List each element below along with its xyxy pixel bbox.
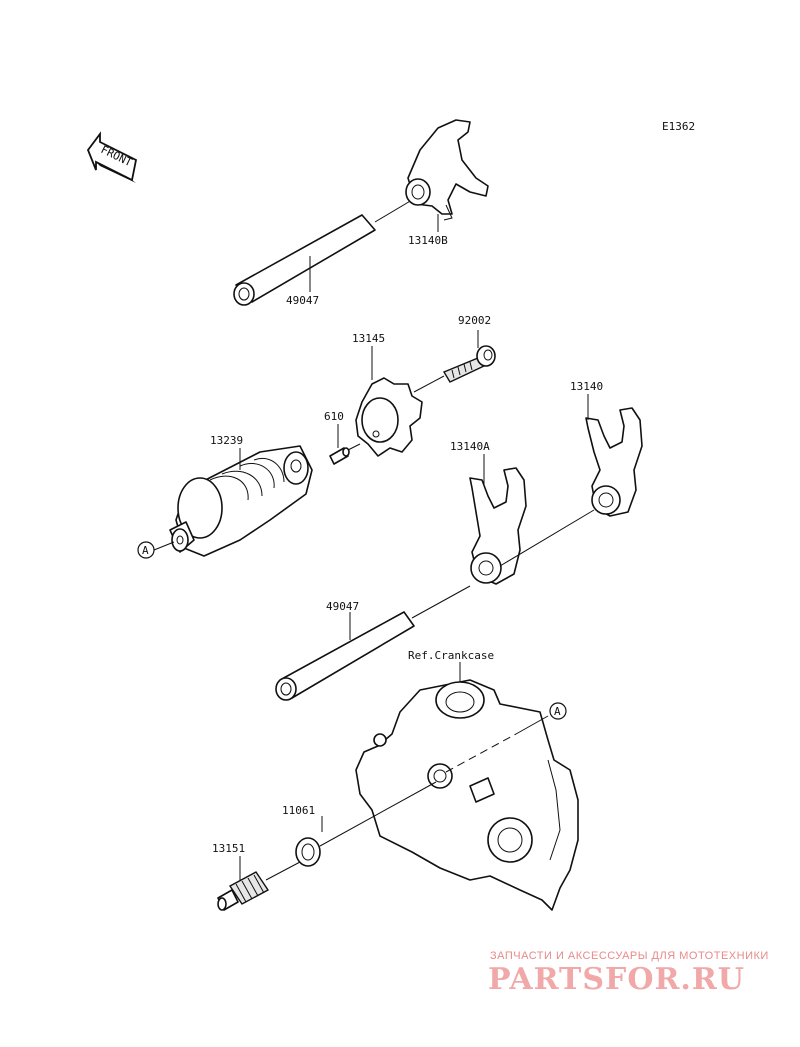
label-ref-crankcase: Ref.Crankcase — [408, 649, 494, 662]
crankcase-reference-part — [355, 679, 579, 911]
label-13145: 13145 — [352, 332, 385, 345]
label-610: 610 — [324, 410, 344, 423]
drum-cam-13145-part — [355, 377, 423, 457]
shaft-upper-part — [233, 199, 413, 306]
marker-a-right: A — [549, 702, 567, 720]
label-49047-lower: 49047 — [326, 600, 359, 613]
marker-a-left: A — [137, 541, 175, 559]
shift-fork-13140b-part — [405, 119, 489, 221]
svg-text:A: A — [554, 705, 561, 718]
label-11061: 11061 — [282, 804, 315, 817]
shift-fork-13140a-part — [469, 467, 527, 585]
shaft-lower-part — [275, 509, 595, 701]
washer-11061-part — [295, 781, 437, 867]
label-49047-upper: 49047 — [286, 294, 319, 307]
front-arrow-icon: FRONT — [86, 131, 138, 183]
label-13239: 13239 — [210, 434, 243, 447]
label-13140a: 13140A — [450, 440, 490, 453]
watermark-logo: PARTSFOR.RU — [488, 962, 745, 997]
shift-drum-13239-part — [169, 445, 313, 557]
bolt-92002-part — [413, 345, 496, 393]
diagram-code: E1362 — [662, 120, 695, 133]
label-92002: 92002 — [458, 314, 491, 327]
leader-lines — [239, 214, 589, 880]
label-13140b: 13140B — [408, 234, 448, 247]
shift-fork-13140-part — [585, 407, 643, 517]
label-13140: 13140 — [570, 380, 603, 393]
pin-610-part — [329, 443, 361, 465]
label-13151: 13151 — [212, 842, 245, 855]
switch-13151-part — [217, 861, 301, 911]
watermark-tagline: ЗАПЧАСТИ И АКСЕССУАРЫ ДЛЯ МОТОТЕХНИКИ — [490, 950, 769, 962]
svg-text:A: A — [142, 544, 149, 557]
